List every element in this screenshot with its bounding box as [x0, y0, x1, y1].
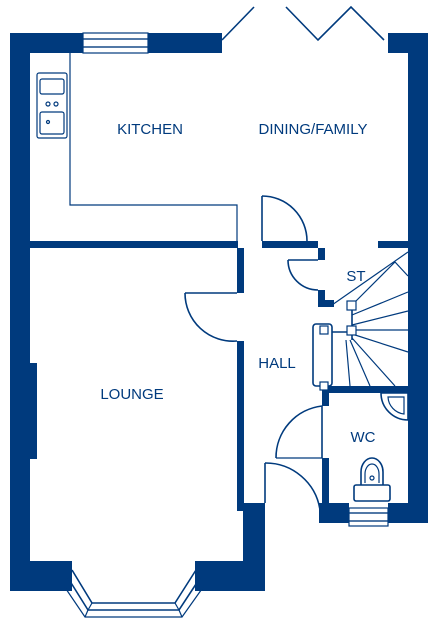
- front-door: [264, 462, 321, 511]
- bay-window: [62, 561, 205, 618]
- wc-window: [348, 507, 389, 528]
- french-doors: [221, 5, 385, 42]
- room-label-kitchen: KITCHEN: [117, 121, 183, 138]
- toilet: [353, 457, 391, 502]
- internal-walls: [30, 241, 408, 511]
- room-label-dining-family: DINING/FAMILY: [259, 121, 368, 138]
- kitchen-units: [36, 53, 238, 241]
- wc-door: [275, 405, 323, 459]
- room-label-lounge: LOUNGE: [100, 386, 163, 403]
- room-label-wc: WC: [351, 429, 376, 446]
- room-label-hall: HALL: [258, 355, 296, 372]
- lounge-door: [184, 292, 238, 342]
- external-walls: [10, 33, 428, 591]
- kitchen-door: [261, 195, 308, 242]
- corner-basin: [380, 392, 409, 421]
- lounge-side-window: [30, 363, 37, 459]
- staircase: [312, 251, 409, 391]
- kitchen-window: [82, 32, 149, 54]
- room-label-store: ST: [346, 268, 365, 285]
- store-door: [287, 259, 319, 291]
